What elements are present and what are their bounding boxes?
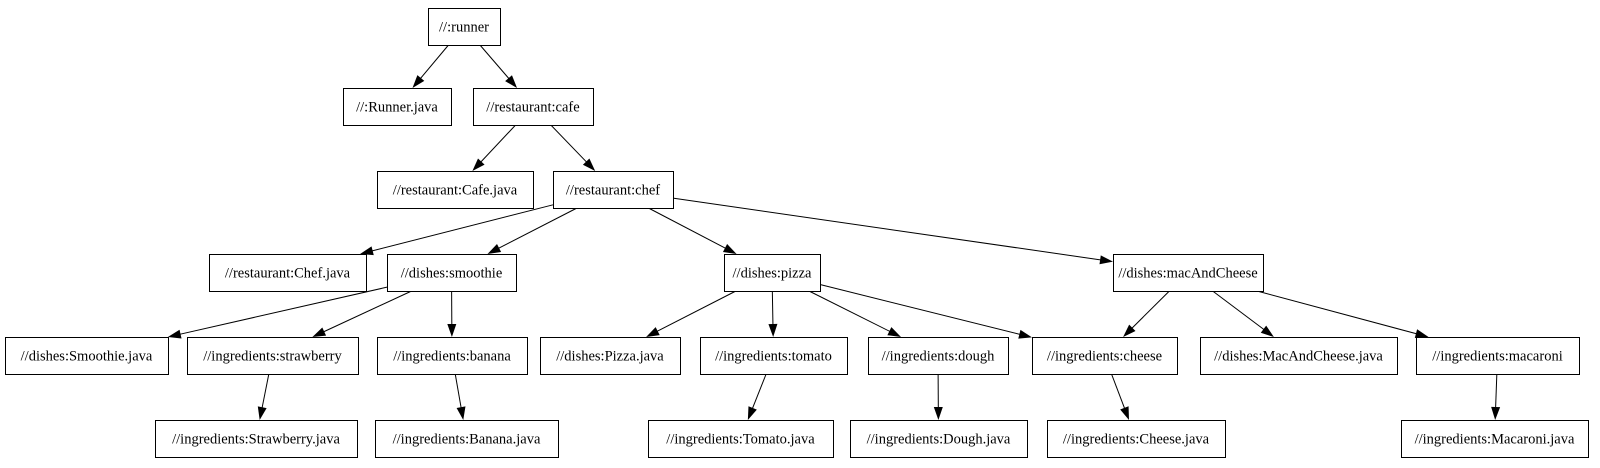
arrowhead-icon: [1018, 329, 1032, 339]
graph-edge-dough-dough_java: [933, 373, 943, 420]
graph-node-tomato_java: //ingredients:Tomato.java: [648, 420, 834, 458]
arrowhead-icon: [360, 246, 374, 256]
arrowhead-icon: [257, 406, 267, 420]
arrowhead-icon: [1491, 406, 1501, 420]
graph-edge-runner-runner_java: [412, 44, 449, 88]
graph-edge-chef-pizza: [648, 207, 737, 254]
arrowhead-icon: [487, 244, 502, 254]
graph-node-label: //restaurant:Chef.java: [225, 266, 351, 282]
graph-node-label: //dishes:Smoothie.java: [21, 349, 153, 365]
arrowhead-icon: [1120, 406, 1129, 420]
graph-node-label: //restaurant:cafe: [486, 100, 579, 116]
arrowhead-icon: [1123, 324, 1136, 337]
arrowhead-icon: [312, 327, 327, 337]
graph-node-label: //ingredients:dough: [882, 349, 996, 365]
graph-node-dough: //ingredients:dough: [868, 337, 1009, 375]
arrowhead-icon: [167, 329, 182, 339]
edges-layer: [167, 44, 1501, 420]
graph-node-strawberry_java: //ingredients:Strawberry.java: [155, 420, 358, 458]
graph-node-cafe: //restaurant:cafe: [473, 88, 594, 126]
arrowhead-icon: [1260, 325, 1274, 337]
graph-edge-chef-mac_and_cheese: [672, 197, 1113, 265]
graph-node-label: //dishes:Pizza.java: [556, 349, 664, 365]
graph-node-tomato: //ingredients:tomato: [700, 337, 848, 375]
graph-node-label: //ingredients:Macaroni.java: [1415, 432, 1575, 448]
arrowhead-icon: [1099, 255, 1113, 265]
graph-edge-tomato-tomato_java: [747, 373, 767, 420]
graph-node-macaroni_java: //ingredients:Macaroni.java: [1401, 420, 1589, 458]
graph-node-smoothie_java: //dishes:Smoothie.java: [5, 337, 169, 375]
graph-node-label: //:runner: [439, 20, 489, 36]
arrowhead-icon: [1414, 329, 1429, 338]
arrowhead-icon: [646, 327, 660, 337]
nodes-layer: //:runner //:Runner.java //restaurant:cafe…: [5, 8, 1589, 458]
graph-node-label: //ingredients:tomato: [715, 349, 832, 365]
graph-edge-pizza-pizza_java: [646, 290, 737, 337]
graph-node-smoothie: //dishes:smoothie: [387, 254, 517, 292]
graph-edge-cheese-cheese_java: [1111, 373, 1129, 420]
graph-edge-strawberry-strawberry_java: [257, 373, 270, 420]
graph-node-runner_java: //:Runner.java: [343, 88, 452, 126]
graph-node-cafe_java: //restaurant:Cafe.java: [377, 171, 534, 209]
graph-node-banana_java: //ingredients:Banana.java: [375, 420, 559, 458]
graph-edge-smoothie-strawberry: [312, 290, 412, 337]
arrowhead-icon: [456, 406, 466, 420]
graph-node-macaroni: //ingredients:macaroni: [1416, 337, 1580, 375]
graph-node-label: //dishes:pizza: [733, 266, 812, 282]
graph-node-dough_java: //ingredients:Dough.java: [850, 420, 1028, 458]
graph-edge-pizza-dough: [808, 290, 901, 337]
graph-node-label: //ingredients:Tomato.java: [666, 432, 815, 448]
graph-edge-mac_and_cheese-cheese: [1123, 290, 1170, 337]
arrowhead-icon: [447, 323, 457, 337]
graph-edge-smoothie-banana: [447, 290, 457, 337]
graph-node-label: //ingredients:Cheese.java: [1063, 432, 1210, 448]
graph-node-label: //ingredients:Strawberry.java: [172, 432, 340, 448]
graph-node-pizza: //dishes:pizza: [724, 254, 821, 292]
graph-node-label: //ingredients:banana: [393, 349, 511, 365]
graph-edge-pizza-tomato: [768, 290, 778, 337]
arrowhead-icon: [722, 243, 737, 254]
graph-node-strawberry: //ingredients:strawberry: [187, 337, 359, 375]
graph-node-label: //dishes:macAndCheese: [1118, 266, 1257, 282]
graph-node-label: //dishes:smoothie: [401, 266, 503, 282]
graph-node-mac_and_cheese_java: //dishes:MacAndCheese.java: [1200, 337, 1398, 375]
graph-node-label: //dishes:MacAndCheese.java: [1214, 349, 1383, 365]
graph-edge-pizza-cheese: [819, 283, 1032, 339]
graph-node-pizza_java: //dishes:Pizza.java: [540, 337, 681, 375]
graph-node-label: //restaurant:Cafe.java: [393, 183, 518, 199]
graph-edge-mac_and_cheese-macaroni: [1256, 290, 1429, 338]
graph-node-label: //restaurant:chef: [566, 183, 660, 199]
graph-node-mac_and_cheese: //dishes:macAndCheese: [1113, 254, 1264, 292]
graph-node-cheese_java: //ingredients:Cheese.java: [1047, 420, 1226, 458]
graph-edge-macaroni-macaroni_java: [1491, 373, 1501, 420]
arrowhead-icon: [582, 158, 596, 171]
arrowhead-icon: [768, 323, 778, 337]
graph-edge-smoothie-smoothie_java: [167, 286, 388, 339]
arrowhead-icon: [933, 406, 943, 420]
graph-node-cheese: //ingredients:cheese: [1032, 337, 1178, 375]
graph-node-banana: //ingredients:banana: [377, 337, 528, 375]
graph-edge-cafe-chef: [550, 124, 596, 171]
arrowhead-icon: [747, 406, 757, 420]
graph-node-label: //ingredients:strawberry: [203, 349, 342, 365]
graph-edge-mac_and_cheese-mac_and_cheese_java: [1212, 290, 1274, 337]
graph-node-chef: //restaurant:chef: [553, 171, 674, 209]
arrowhead-icon: [472, 158, 485, 171]
graph-node-label: //ingredients:cheese: [1047, 349, 1162, 365]
graph-edge-chef-chef_java: [360, 204, 554, 256]
graph-node-runner: //:runner: [428, 8, 501, 46]
graph-edge-runner-cafe: [479, 44, 518, 88]
graph-edge-cafe-cafe_java: [472, 124, 516, 171]
arrowhead-icon: [412, 75, 425, 88]
graph-node-label: //ingredients:Banana.java: [393, 432, 541, 448]
arrowhead-icon: [887, 327, 901, 337]
graph-node-chef_java: //restaurant:Chef.java: [209, 254, 367, 292]
graph-edge-chef-smoothie: [487, 207, 578, 254]
graph-edge-banana-banana_java: [454, 373, 466, 420]
graph-node-label: //ingredients:macaroni: [1432, 349, 1562, 365]
graph-node-label: //ingredients:Dough.java: [867, 432, 1011, 448]
arrowhead-icon: [505, 75, 518, 88]
graph-node-label: //:Runner.java: [356, 100, 438, 116]
